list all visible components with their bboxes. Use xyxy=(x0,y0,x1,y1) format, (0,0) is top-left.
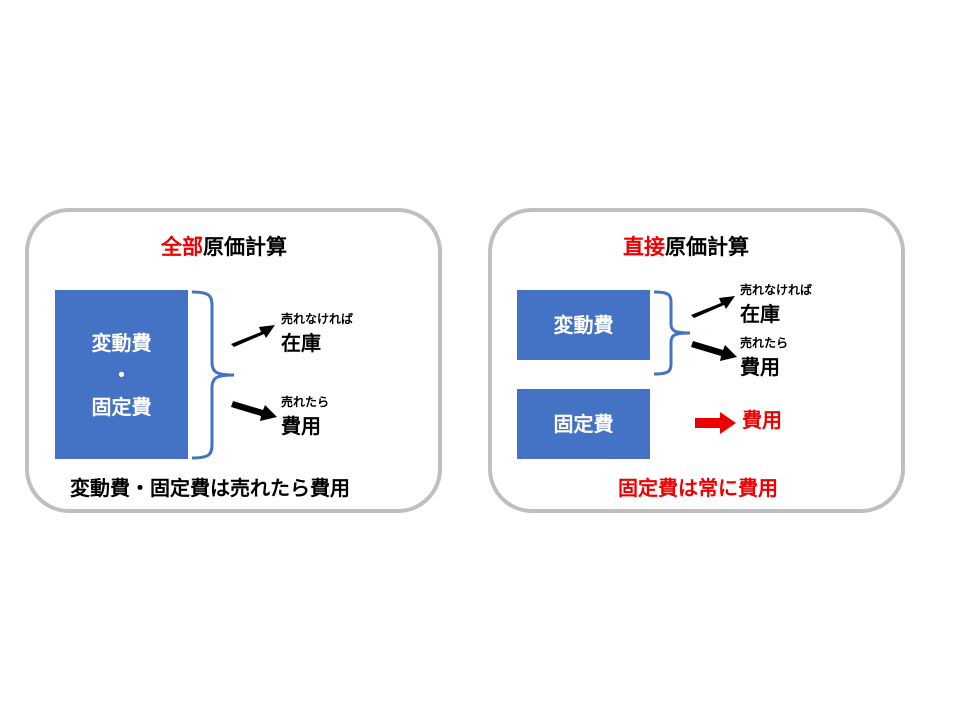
right-expense-result: 費用 xyxy=(740,355,780,379)
left-expense-condition: 売れたら xyxy=(281,395,330,409)
left-bracket xyxy=(191,290,235,460)
variable-fixed-cost-box: 変動費 ・ 固定費 xyxy=(55,290,188,459)
right-expense-arrow xyxy=(691,341,737,361)
expense-arrow xyxy=(231,401,277,421)
direct-costing-panel xyxy=(488,208,905,513)
full-costing-title-rest: 原価計算 xyxy=(203,235,287,259)
left-expense-result: 費用 xyxy=(281,414,321,438)
direct-costing-title-rest: 原価計算 xyxy=(665,235,749,259)
full-costing-title-emphasis: 全部 xyxy=(161,235,203,259)
left-inventory-result: 在庫 xyxy=(281,331,321,355)
direct-costing-summary: 固定費は常に費用 xyxy=(618,476,778,500)
inventory-arrow xyxy=(231,325,275,347)
box-label-variable: 変動費 xyxy=(91,330,152,355)
fixed-cost-result: 費用 xyxy=(742,408,782,432)
right-inventory-arrow xyxy=(691,296,735,318)
variable-cost-box: 変動費 xyxy=(517,290,650,360)
box-label-separator: ・ xyxy=(111,362,132,387)
right-expense-condition: 売れたら xyxy=(740,336,789,350)
full-costing-title: 全部原価計算 xyxy=(161,231,287,261)
fixed-cost-arrow xyxy=(695,412,736,434)
right-bracket xyxy=(653,290,691,376)
box-label-fixed: 固定費 xyxy=(91,394,152,419)
direct-costing-title: 直接原価計算 xyxy=(623,231,749,261)
left-inventory-condition: 売れなければ xyxy=(281,312,354,326)
right-inventory-result: 在庫 xyxy=(740,302,780,326)
direct-costing-title-emphasis: 直接 xyxy=(623,235,665,259)
right-inventory-condition: 売れなければ xyxy=(740,283,813,297)
full-costing-summary: 変動費・固定費は売れたら費用 xyxy=(70,476,350,500)
fixed-cost-box: 固定費 xyxy=(517,389,650,459)
